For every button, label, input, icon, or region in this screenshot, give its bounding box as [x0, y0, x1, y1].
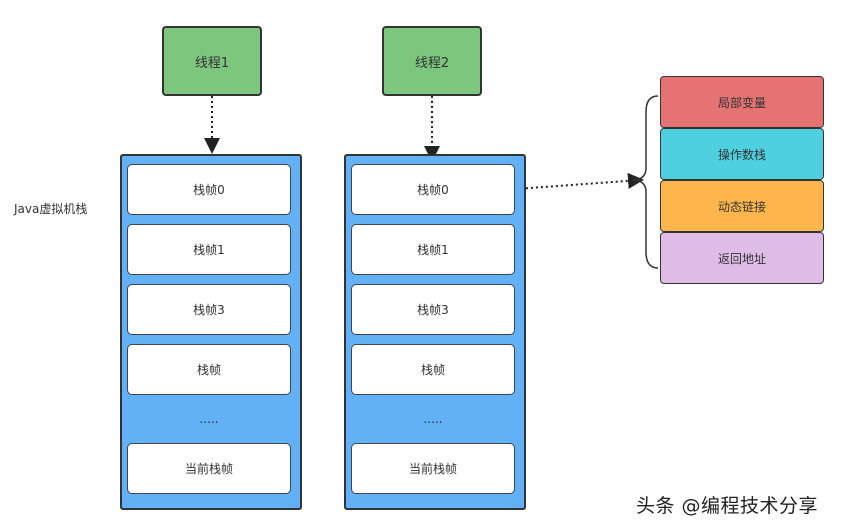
return-address-label: 返回地址 — [717, 251, 766, 266]
frame-part-operand-stack: 操作数栈 — [660, 128, 824, 180]
thread-2-label: 线程2 — [414, 55, 450, 71]
local-variables-label: 局部变量 — [717, 95, 766, 110]
stack-2-ellipsis: ..... — [423, 412, 443, 426]
thread-1-box: 线程1 — [162, 26, 262, 96]
stack-1-ellipsis: ..... — [199, 412, 219, 426]
jvm-stack-label: Java虚拟机栈 — [14, 202, 88, 216]
stack-2-frame-1: 栈帧1 — [351, 224, 515, 275]
stack-1-current-frame: 当前栈帧 — [127, 443, 291, 494]
stack-1-frame: 栈帧 — [127, 344, 291, 395]
frame-part-return-address: 返回地址 — [660, 232, 824, 284]
frame-detail-arrow — [515, 172, 644, 190]
thread-1-label: 线程1 — [194, 55, 230, 71]
dynamic-linking-label: 动态链接 — [717, 199, 766, 214]
stack-2-current-frame: 当前栈帧 — [351, 443, 515, 494]
stack-2-frame-3: 栈帧3 — [351, 284, 515, 335]
frame-part-local-variables: 局部变量 — [660, 76, 824, 128]
frame-part-dynamic-linking: 动态链接 — [660, 180, 824, 232]
operand-stack-label: 操作数栈 — [717, 147, 766, 162]
stack-1-frame-1: 栈帧1 — [127, 224, 291, 275]
stack-2-frame: 栈帧 — [351, 344, 515, 395]
frame-parts-brace — [631, 95, 659, 269]
stack-1-frame-0: 栈帧0 — [127, 164, 291, 215]
thread-2-box: 线程2 — [382, 26, 482, 96]
stack-2-frame-0: 栈帧0 — [351, 164, 515, 215]
watermark: 头条 @编程技术分享 — [636, 495, 819, 517]
stack-1-frame-3: 栈帧3 — [127, 284, 291, 335]
